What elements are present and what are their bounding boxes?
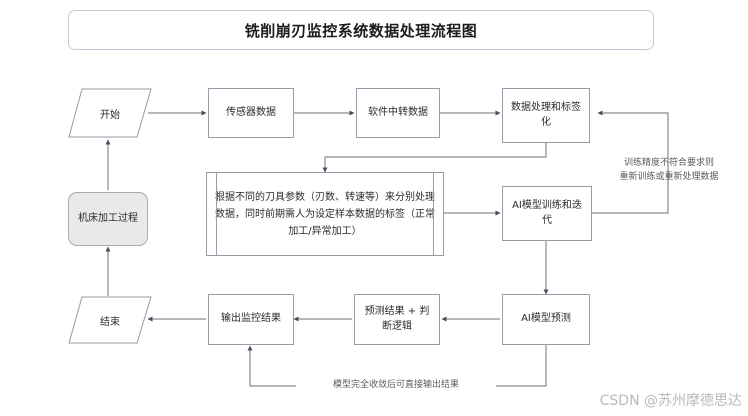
node-output-monitor-label: 输出监控结果 bbox=[221, 313, 281, 325]
node-ai-predict[interactable]: AI模型预测 bbox=[502, 294, 590, 345]
node-sensor-data-label: 传感器数据 bbox=[226, 106, 276, 118]
annotation-converged-text: 模型完全收敛后可直接输出结果 bbox=[332, 380, 459, 390]
node-machine-process-label: 机床加工过程 bbox=[78, 212, 138, 224]
watermark-text: CSDN @苏州摩德思达 bbox=[599, 393, 742, 409]
node-software-relay-label: 软件中转数据 bbox=[368, 106, 428, 118]
node-start-label: 开始 bbox=[100, 109, 120, 121]
annotation-converged: 模型完全收敛后可直接输出结果 bbox=[296, 379, 496, 393]
node-end-shape bbox=[68, 296, 152, 344]
node-end[interactable]: 结束 bbox=[68, 296, 152, 344]
predef-right-bar bbox=[433, 173, 434, 255]
node-end-label: 结束 bbox=[100, 316, 120, 328]
node-ai-training-label: AI模型训练和迭代 bbox=[512, 200, 582, 226]
node-start[interactable]: 开始 bbox=[68, 88, 152, 138]
node-machine-process[interactable]: 机床加工过程 bbox=[68, 192, 148, 246]
annotation-retrain-line2: 重新训练或重新处理数据 bbox=[619, 171, 719, 182]
node-sensor-data[interactable]: 传感器数据 bbox=[208, 88, 294, 138]
node-detail-process-label: 根据不同的刀具参数（刃数、转速等）来分别处理数据，同时前期需人为设定样本数据的标… bbox=[215, 191, 435, 237]
edge-training-feedback bbox=[592, 110, 669, 214]
page-title: 铣削崩刃监控系统数据处理流程图 bbox=[244, 21, 478, 40]
predef-left-bar bbox=[216, 173, 217, 255]
watermark: CSDN @苏州摩德思达 bbox=[600, 390, 742, 410]
annotation-retrain-line1: 训练精度不符合要求则 bbox=[623, 158, 714, 168]
diagram-title-box: 铣削崩刃监控系统数据处理流程图 bbox=[68, 10, 654, 50]
node-data-processing-labeling[interactable]: 数据处理和标签化 bbox=[502, 88, 590, 143]
node-start-shape bbox=[68, 88, 152, 138]
node-detail-process[interactable]: 根据不同的刀具参数（刃数、转速等）来分别处理数据，同时前期需人为设定样本数据的标… bbox=[206, 172, 444, 256]
node-predict-logic[interactable]: 预测结果 + 判断逻辑 bbox=[354, 294, 440, 345]
edge-process-to-detail bbox=[322, 143, 547, 173]
annotation-retrain: 训练精度不符合要求则 重新训练或重新处理数据 bbox=[596, 157, 742, 184]
node-data-processing-labeling-label: 数据处理和标签化 bbox=[511, 102, 581, 128]
node-ai-predict-label: AI模型预测 bbox=[521, 313, 571, 325]
node-predict-logic-label: 预测结果 + 判断逻辑 bbox=[364, 306, 430, 332]
node-software-relay[interactable]: 软件中转数据 bbox=[356, 88, 440, 138]
node-ai-training[interactable]: AI模型训练和迭代 bbox=[502, 186, 592, 241]
node-output-monitor[interactable]: 输出监控结果 bbox=[208, 294, 294, 345]
